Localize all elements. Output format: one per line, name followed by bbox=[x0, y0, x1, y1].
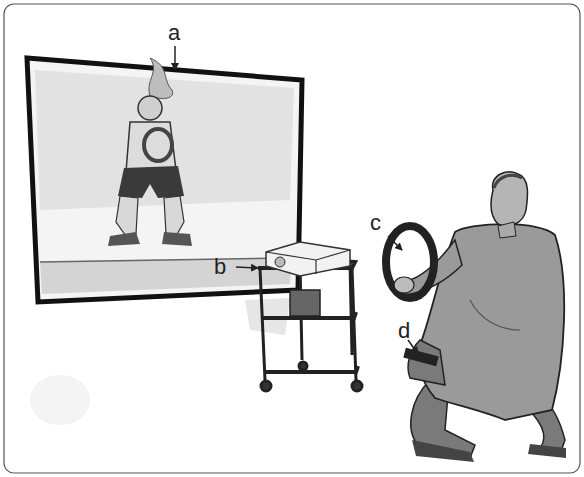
ring-controller bbox=[386, 226, 434, 298]
wall-shade bbox=[30, 375, 90, 425]
screen-ground bbox=[40, 258, 292, 294]
projector bbox=[266, 242, 350, 276]
callout-letter: d bbox=[398, 320, 410, 342]
leader-arrow bbox=[174, 46, 176, 70]
hand bbox=[394, 277, 414, 293]
projector-cart bbox=[258, 258, 362, 391]
player-person bbox=[403, 172, 566, 462]
callout-letter: c bbox=[370, 212, 381, 234]
callout-letter: b bbox=[214, 256, 226, 278]
leader-arrow bbox=[408, 340, 418, 354]
leader-arrow bbox=[236, 267, 258, 268]
screen-avatar bbox=[108, 58, 192, 246]
figure-frame bbox=[4, 4, 580, 473]
projection-screen bbox=[27, 58, 302, 302]
leader-arrow bbox=[388, 236, 402, 250]
callout-letter: a bbox=[168, 22, 180, 44]
screen-horizon bbox=[40, 258, 292, 262]
